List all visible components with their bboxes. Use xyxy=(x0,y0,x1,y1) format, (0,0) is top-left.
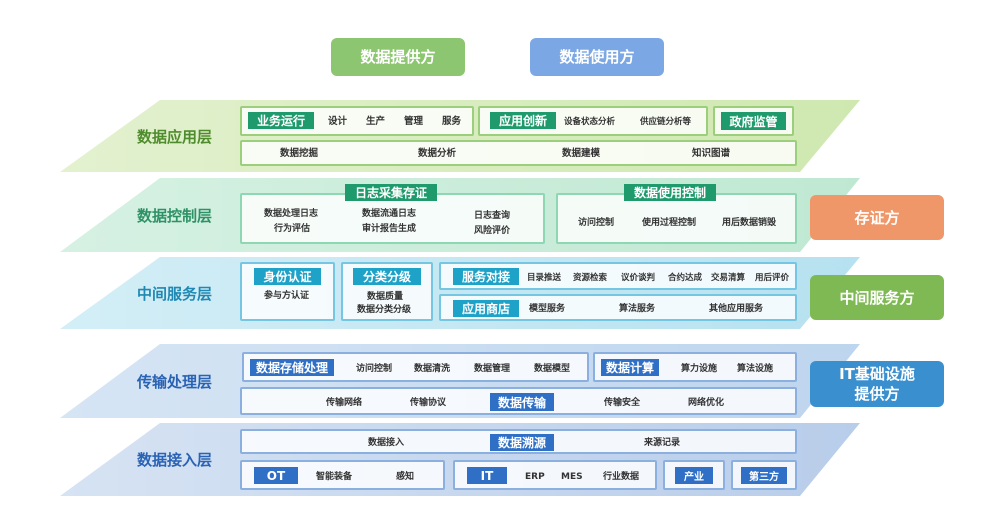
service-matching-item: 合约达成 xyxy=(668,273,703,283)
access-ot-tag: OT xyxy=(254,467,298,484)
control-log-item: 审计报告生成 xyxy=(362,224,417,234)
app-bottom-box: 数据挖掘 数据分析 数据建模 知识图谱 xyxy=(240,140,797,166)
infra-provider-badge: IT基础设施 提供方 xyxy=(810,361,944,407)
infra-provider-line1: IT基础设施 xyxy=(839,365,915,383)
access-ot-box: OT 智能装备 感知 xyxy=(240,460,445,490)
access-it-item: 行业数据 xyxy=(603,472,640,482)
control-use-tag: 数据使用控制 xyxy=(624,184,716,201)
control-log-item: 数据处理日志 xyxy=(264,209,319,219)
access-it-item: MES xyxy=(561,472,583,482)
app-biz-item: 服务 xyxy=(442,116,462,127)
control-log-item: 数据流通日志 xyxy=(362,209,417,219)
service-matching-item: 目录推送 xyxy=(527,273,562,283)
layer-label-app: 数据应用层 xyxy=(137,128,213,146)
app-biz-item: 设计 xyxy=(328,116,348,127)
app-innov-item: 供应链分析等 xyxy=(640,117,692,127)
transport-trans-item: 传输网络 xyxy=(326,398,363,408)
transport-trans-box: 传输网络 传输协议 数据传输 传输安全 网络优化 xyxy=(240,387,797,415)
app-innov-box: 应用创新 设备状态分析 供应链分析等 xyxy=(478,106,708,136)
transport-trans-item: 传输安全 xyxy=(604,398,641,408)
control-log-item: 日志查询 xyxy=(474,211,511,221)
layer-label-control: 数据控制层 xyxy=(137,207,213,225)
service-classify-tag: 分类分级 xyxy=(353,268,421,285)
service-store-item: 模型服务 xyxy=(529,304,566,314)
app-bottom-item: 数据分析 xyxy=(418,148,457,159)
service-party-badge: 中间服务方 xyxy=(810,275,944,320)
layer-label-access: 数据接入层 xyxy=(137,451,213,469)
transport-compute-box: 数据计算 算力设施 算法设施 xyxy=(593,352,797,382)
service-identity-box: 身份认证 参与方认证 xyxy=(240,262,335,321)
control-log-box: 数据处理日志 行为评估 数据流通日志 审计报告生成 日志查询 风险评价 xyxy=(240,193,545,244)
app-biz-tag: 业务运行 xyxy=(248,112,314,129)
transport-storage-item: 数据清洗 xyxy=(414,364,451,374)
control-use-item: 访问控制 xyxy=(578,218,615,228)
service-classify-item: 数据分类分级 xyxy=(357,305,412,315)
control-log-item: 行为评估 xyxy=(274,224,311,234)
transport-compute-tag: 数据计算 xyxy=(601,359,659,376)
transport-compute-item: 算法设施 xyxy=(737,364,774,374)
service-classify-item: 数据质量 xyxy=(367,292,404,302)
transport-trans-item: 网络优化 xyxy=(688,398,725,408)
service-matching-item: 用后评价 xyxy=(755,273,790,283)
access-trace-box: 数据接入 数据溯源 来源记录 xyxy=(240,429,797,454)
service-store-item: 算法服务 xyxy=(619,304,656,314)
service-classify-box: 分类分级 数据质量 数据分类分级 xyxy=(341,262,433,321)
service-store-item: 其他应用服务 xyxy=(709,304,764,314)
transport-storage-item: 访问控制 xyxy=(356,364,393,374)
service-matching-tag: 服务对接 xyxy=(453,268,519,285)
access-trace-tag: 数据溯源 xyxy=(490,434,554,451)
service-matching-item: 议价谈判 xyxy=(621,273,656,283)
app-innov-item: 设备状态分析 xyxy=(564,117,616,127)
access-ot-item: 智能装备 xyxy=(316,472,353,482)
service-identity-tag: 身份认证 xyxy=(254,268,321,285)
access-industry-tag: 产业 xyxy=(675,467,713,484)
layer-label-service: 中间服务层 xyxy=(137,285,213,303)
app-bottom-item: 数据挖掘 xyxy=(280,148,319,159)
app-bottom-item: 数据建模 xyxy=(562,148,601,159)
access-it-item: ERP xyxy=(525,472,545,482)
control-use-item: 使用过程控制 xyxy=(642,218,697,228)
transport-storage-item: 数据管理 xyxy=(474,364,511,374)
access-trace-item: 数据接入 xyxy=(368,438,405,448)
transport-storage-box: 数据存储处理 访问控制 数据清洗 数据管理 数据模型 xyxy=(242,352,589,382)
data-user-badge: 数据使用方 xyxy=(530,38,664,76)
app-innov-tag: 应用创新 xyxy=(490,112,556,129)
control-log-tag: 日志采集存证 xyxy=(345,184,437,201)
access-trace-item: 来源记录 xyxy=(644,438,681,448)
app-bottom-item: 知识图谱 xyxy=(692,148,731,159)
control-log-item: 风险评价 xyxy=(474,226,511,236)
app-gov-tag: 政府监管 xyxy=(721,112,786,130)
infra-provider-line2: 提供方 xyxy=(854,385,900,403)
evidence-party-badge: 存证方 xyxy=(810,195,944,240)
app-biz-item: 生产 xyxy=(366,116,386,127)
app-gov-box: 政府监管 xyxy=(713,106,794,136)
data-provider-badge: 数据提供方 xyxy=(331,38,465,76)
service-matching-item: 交易清算 xyxy=(711,273,746,283)
transport-storage-tag: 数据存储处理 xyxy=(250,359,334,376)
transport-compute-item: 算力设施 xyxy=(681,364,718,374)
service-identity-item: 参与方认证 xyxy=(264,291,310,301)
access-industry-box: 产业 xyxy=(663,460,725,490)
access-ot-item: 感知 xyxy=(396,472,415,482)
app-biz-box: 业务运行 设计 生产 管理 服务 xyxy=(240,106,474,136)
access-it-tag: IT xyxy=(467,467,507,484)
access-third-box: 第三方 xyxy=(731,460,797,490)
transport-trans-item: 传输协议 xyxy=(410,398,447,408)
service-matching-item: 资源检索 xyxy=(573,273,608,283)
transport-trans-tag: 数据传输 xyxy=(490,393,554,411)
app-biz-item: 管理 xyxy=(404,116,424,127)
access-it-box: IT ERP MES 行业数据 xyxy=(453,460,657,490)
access-third-tag: 第三方 xyxy=(741,467,787,484)
transport-storage-item: 数据模型 xyxy=(534,364,571,374)
service-matching-box: 服务对接 目录推送 资源检索 议价谈判 合约达成 交易清算 用后评价 xyxy=(439,262,797,290)
control-use-box: 访问控制 使用过程控制 用后数据销毁 xyxy=(556,193,797,244)
layer-label-transport: 传输处理层 xyxy=(137,373,213,391)
control-use-item: 用后数据销毁 xyxy=(722,218,777,228)
service-store-box: 应用商店 模型服务 算法服务 其他应用服务 xyxy=(439,294,797,321)
service-store-tag: 应用商店 xyxy=(453,300,519,317)
